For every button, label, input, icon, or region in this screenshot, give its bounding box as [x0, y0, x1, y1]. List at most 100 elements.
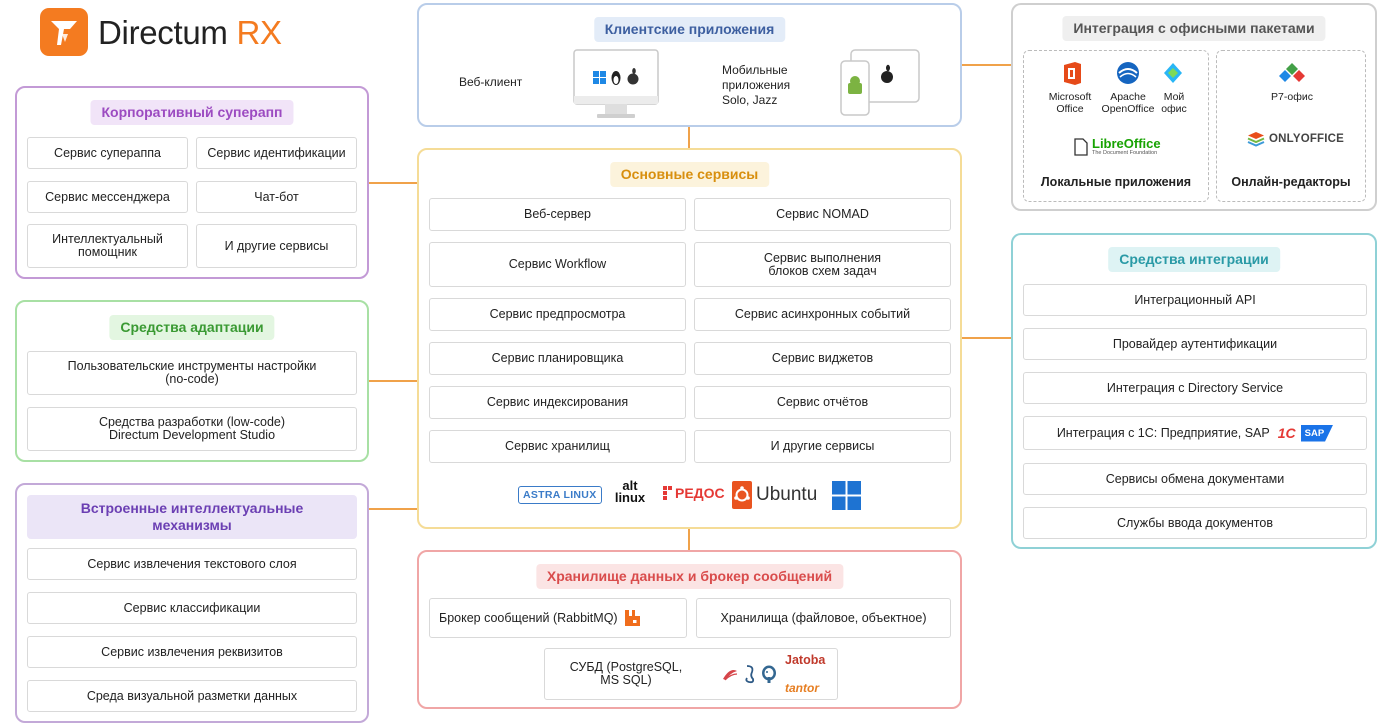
core-item-7: Сервис виджетов: [694, 342, 951, 375]
panel-storage: Хранилище данных и брокер сообщений Брок…: [417, 550, 962, 709]
superapp-item-4: Интеллектуальный помощник: [27, 224, 188, 268]
superapp-item-1: Сервис идентификации: [196, 137, 357, 169]
panel-ai: Встроенные интеллектуальные механизмы Се…: [15, 483, 369, 723]
broker-cell: Брокер сообщений (RabbitMQ): [429, 598, 687, 638]
ms-office-icon: [1061, 61, 1083, 86]
core-item-0: Веб-сервер: [429, 198, 686, 231]
postgresql-icon: [762, 665, 776, 683]
connector-client-core: [688, 126, 690, 148]
connector-superapp: [368, 182, 418, 184]
storages-cell: Хранилища (файловое, объектное): [696, 598, 951, 638]
libreoffice-text: LibreOffice The Document Foundation: [1092, 137, 1161, 157]
core-item-3: Сервис выполнения блоков схем задач: [694, 242, 951, 287]
online-editors-label: Онлайн-редакторы: [1231, 175, 1351, 189]
ai-item-3: Среда визуальной разметки данных: [27, 680, 357, 712]
core-item-1: Сервис NOMAD: [694, 198, 951, 231]
ai-item-2: Сервис извлечения реквизитов: [27, 636, 357, 668]
connector-integration: [961, 337, 1011, 339]
dbms-text: СУБД (PostgreSQL, MS SQL): [569, 660, 683, 687]
libreoffice-icon: [1074, 138, 1088, 156]
connector-adaptation: [368, 380, 418, 382]
core-item-6: Сервис планировщика: [429, 342, 686, 375]
libreoffice-sub: The Document Foundation: [1092, 150, 1158, 156]
core-item-4: Сервис предпросмотра: [429, 298, 686, 331]
seahorse-icon: [745, 665, 755, 684]
jatoba-tantor-logos: Jatoba tantor: [785, 639, 825, 709]
onlyoffice-logo: ONLYOFFICE: [1247, 131, 1344, 147]
alt-linux-logo: alt linux: [611, 478, 649, 505]
r7-label: Р7-офис: [1271, 91, 1313, 103]
superapp-item-2: Сервис мессенджера: [27, 181, 188, 213]
integration-item-0: Интеграционный API: [1023, 284, 1367, 316]
redos-icon: [663, 486, 672, 500]
logo-sap: SAP: [1300, 424, 1334, 442]
panel-superapp: Корпоративный суперапп Сервис супераппа …: [15, 86, 369, 279]
myoffice-label: Мой офис: [1161, 91, 1187, 115]
panel-office: Интеграция с офисными пакетами Microsoft…: [1011, 3, 1377, 211]
panel-superapp-title: Корпоративный суперапп: [90, 100, 294, 125]
local-apps-box: Microsoft Office Apache OpenOffice Мой о…: [1023, 50, 1209, 202]
brand-name: Directum: [98, 14, 228, 51]
ai-item-0: Сервис извлечения текстового слоя: [27, 548, 357, 580]
myoffice-icon: [1161, 61, 1185, 85]
integration-item-5: Службы ввода документов: [1023, 507, 1367, 539]
connector-ai: [368, 508, 418, 510]
onlyoffice-text: ONLYOFFICE: [1269, 133, 1345, 145]
integration-item-4: Сервисы обмена документами: [1023, 463, 1367, 495]
panel-core-title: Основные сервисы: [609, 162, 770, 187]
web-client-label: Веб-клиент: [459, 75, 523, 89]
core-item-5: Сервис асинхронных событий: [694, 298, 951, 331]
logo-1c: 1С: [1277, 424, 1296, 441]
online-editors-box: Р7-офис ONLYOFFICE Онлайн-редакторы: [1216, 50, 1366, 202]
core-item-2: Сервис Workflow: [429, 242, 686, 287]
connector-core-storage: [688, 528, 690, 550]
brand-suffix: RX: [236, 14, 283, 51]
ubuntu-icon: [732, 481, 752, 509]
panel-adaptation-title: Средства адаптации: [109, 315, 275, 340]
core-item-10: Сервис хранилищ: [429, 430, 686, 463]
panel-integration: Средства интеграции Интеграционный API П…: [1011, 233, 1377, 549]
panel-client-apps: Клиентские приложения Веб-клиент Мобильн…: [417, 3, 962, 127]
panel-integration-title: Средства интеграции: [1108, 247, 1280, 272]
core-item-9: Сервис отчётов: [694, 386, 951, 419]
integration-item-3: Интеграция с 1С: Предприятие, SAP 1С SAP: [1023, 416, 1367, 450]
adaptation-item-1: Средства разработки (low-code) Directum …: [27, 407, 357, 451]
openoffice-icon: [1115, 61, 1141, 85]
libreoffice-name: LibreOffice: [1092, 136, 1161, 151]
broker-text: Брокер сообщений (RabbitMQ): [439, 610, 618, 625]
alt-linux-text: alt linux: [614, 478, 646, 505]
local-apps-label: Локальные приложения: [1040, 175, 1192, 189]
panel-storage-title: Хранилище данных и брокер сообщений: [535, 564, 844, 589]
r7-icon: [1278, 62, 1306, 84]
core-item-8: Сервис индексирования: [429, 386, 686, 419]
tantor-logo: tantor: [785, 681, 819, 695]
redos-text: РЕДОС: [675, 485, 725, 501]
ubuntu-logo: Ubuntu: [732, 481, 817, 509]
panel-office-title: Интеграция с офисными пакетами: [1062, 16, 1326, 41]
brand-title: Directum RX: [98, 14, 282, 52]
integration-item-3-text: Интеграция с 1С: Предприятие, SAP: [1056, 425, 1270, 440]
directum-logo: [40, 8, 88, 56]
connector-office: [961, 64, 1011, 66]
rabbitmq-icon: [624, 610, 640, 626]
core-item-11: И другие сервисы: [694, 430, 951, 463]
dbms-cell: СУБД (PostgreSQL, MS SQL) Jatoba tantor: [544, 648, 838, 700]
monitor-icon: [573, 49, 659, 121]
panel-core: Основные сервисы Веб-сервер Сервис NOMAD…: [417, 148, 962, 529]
onlyoffice-icon: [1247, 132, 1265, 147]
adaptation-item-0: Пользовательские инструменты настройки (…: [27, 351, 357, 395]
integration-item-2: Интеграция с Directory Service: [1023, 372, 1367, 404]
ai-item-1: Сервис классификации: [27, 592, 357, 624]
mobile-apps-label: Мобильные приложения Solo, Jazz: [722, 63, 791, 107]
superapp-item-0: Сервис супераппа: [27, 137, 188, 169]
ubuntu-text: Ubuntu: [756, 484, 818, 505]
mobile-devices-icon: [839, 49, 921, 119]
directum-logo-icon: [40, 8, 88, 56]
astra-linux-logo: ASTRA LINUX: [518, 486, 602, 504]
superapp-item-3: Чат-бот: [196, 181, 357, 213]
ms-office-label: Microsoft Office: [1048, 91, 1092, 115]
panel-client-apps-title: Клиентские приложения: [593, 17, 786, 42]
jatoba-logo: Jatoba: [785, 653, 826, 667]
panel-ai-title: Встроенные интеллектуальные механизмы: [27, 495, 357, 539]
redos-logo: РЕДОС: [662, 485, 725, 501]
